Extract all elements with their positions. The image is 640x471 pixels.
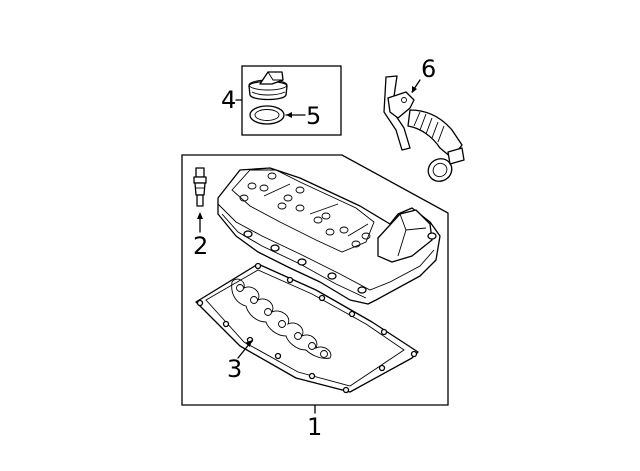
callout-arrow-6 xyxy=(412,86,417,93)
oil-filler-cap xyxy=(248,71,288,101)
filler-cap-seal xyxy=(249,105,285,125)
valve-cover-gasket xyxy=(195,262,419,394)
callout-arrow-2 xyxy=(197,212,203,219)
callout-5: 5 xyxy=(306,102,322,130)
callout-2: 2 xyxy=(193,232,209,260)
breather-hose xyxy=(383,75,465,182)
callout-arrow-3 xyxy=(245,340,252,347)
valve-cover xyxy=(217,167,441,305)
callout-1: 1 xyxy=(307,413,323,441)
callout-4: 4 xyxy=(221,86,237,114)
callout-3: 3 xyxy=(227,355,243,383)
oil-temperature-sensor xyxy=(193,167,207,207)
callout-leader-3 xyxy=(237,342,251,359)
callout-6: 6 xyxy=(421,55,437,83)
cover-group-frame xyxy=(181,154,449,406)
cap-group-frame xyxy=(241,65,342,136)
callout-arrow-5 xyxy=(286,112,292,118)
